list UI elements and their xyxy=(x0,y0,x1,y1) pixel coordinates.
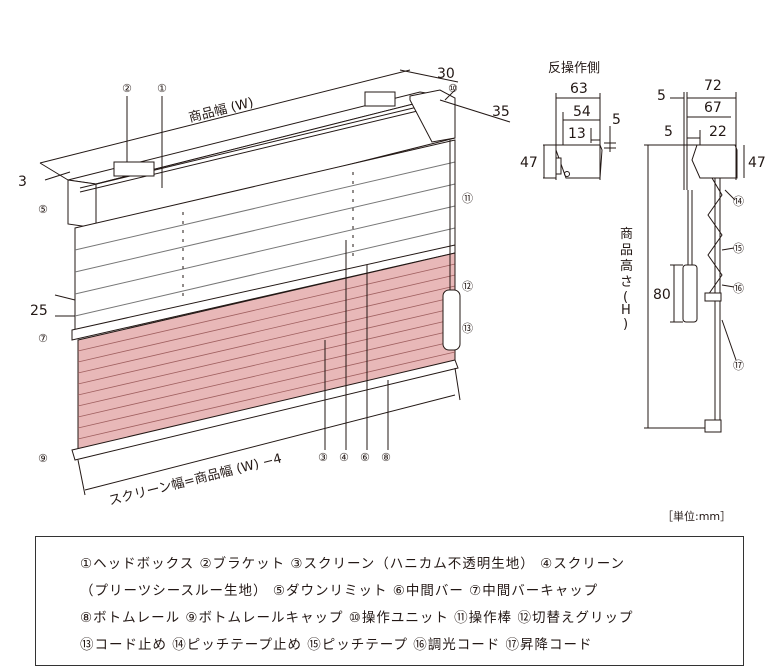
dim-35: 35 xyxy=(492,104,510,120)
callout-12: ⑫ xyxy=(462,280,473,293)
callout-16: ⑯ xyxy=(733,282,744,295)
callout-11: ⑪ xyxy=(462,192,473,205)
callout-6: ⑥ xyxy=(360,451,370,464)
svg-text:): ) xyxy=(623,317,628,332)
callout-1: ① xyxy=(157,82,167,95)
callout-7: ⑦ xyxy=(38,332,48,345)
bottom-rail xyxy=(71,359,459,461)
unit-label: ［単位:mm］ xyxy=(662,510,732,523)
dim-5-opposite: 5 xyxy=(612,112,621,128)
dim-63: 63 xyxy=(570,81,588,97)
parts-legend: ①ヘッドボックス ②ブラケット ③スクリーン（ハニカム不透明生地） ④スクリーン… xyxy=(35,536,744,666)
dim-13: 13 xyxy=(568,126,586,142)
callout-5: ⑤ xyxy=(38,203,48,216)
operation-wand xyxy=(442,140,461,351)
dimension-lines xyxy=(39,69,511,496)
svg-text:H: H xyxy=(621,303,631,318)
opposite-side-title: 反操作側 xyxy=(548,60,600,76)
legend-line: （プリーツシースルー生地） ⑤ダウンリミット ⑥中間バー ⑦中間バーキャップ xyxy=(80,583,599,599)
dim-67: 67 xyxy=(704,100,722,116)
svg-text:商: 商 xyxy=(620,227,633,242)
callout-10: ⑩ xyxy=(448,82,458,95)
dim-54: 54 xyxy=(573,104,591,120)
legend-line: ⑧ボトムレール ⑨ボトムレールキャップ ⑩操作ユニット ⑪操作棒 ⑫切替えグリッ… xyxy=(80,610,634,626)
callout-17: ⑰ xyxy=(733,359,744,372)
dim-30: 30 xyxy=(437,66,455,82)
svg-text:さ: さ xyxy=(620,275,633,290)
dim-80: 80 xyxy=(653,287,671,303)
screen-width-label: スクリーン幅=商品幅 (W) −4 xyxy=(107,451,283,509)
callout-2: ② xyxy=(122,82,132,95)
svg-text:品: 品 xyxy=(620,243,633,258)
dim-47-operation: 47 xyxy=(748,155,766,171)
height-label: 商 品 高 さ ( H ) xyxy=(620,227,633,332)
callout-8: ⑧ xyxy=(381,451,391,464)
dim-25: 25 xyxy=(30,303,48,319)
width-label: 商品幅 (W) xyxy=(187,95,255,126)
dim-5-top: 5 xyxy=(657,88,666,104)
dim-5-mid: 5 xyxy=(664,124,673,140)
callout-9: ⑨ xyxy=(38,452,48,465)
callout-13: ⑬ xyxy=(462,322,473,335)
pleated-screen xyxy=(74,139,456,336)
operation-side-profile xyxy=(644,92,745,433)
svg-text:高: 高 xyxy=(620,258,633,274)
svg-text:(: ( xyxy=(623,290,628,305)
dim-3: 3 xyxy=(18,174,27,190)
dim-22: 22 xyxy=(709,124,727,140)
callout-3: ③ xyxy=(318,451,328,464)
dim-47-opposite: 47 xyxy=(520,155,538,171)
callout-leaders xyxy=(126,89,456,450)
opposite-side-profile xyxy=(543,93,616,180)
dim-72: 72 xyxy=(704,78,722,94)
callout-14: ⑭ xyxy=(733,195,744,208)
legend-line: ①ヘッドボックス ②ブラケット ③スクリーン（ハニカム不透明生地） ④スクリーン xyxy=(80,556,626,572)
callout-15: ⑮ xyxy=(733,242,744,255)
legend-line: ⑬コード止め ⑭ピッチテープ止め ⑮ピッチテープ ⑯調光コード ⑰昇降コード xyxy=(80,637,593,653)
callout-4: ④ xyxy=(339,451,349,464)
